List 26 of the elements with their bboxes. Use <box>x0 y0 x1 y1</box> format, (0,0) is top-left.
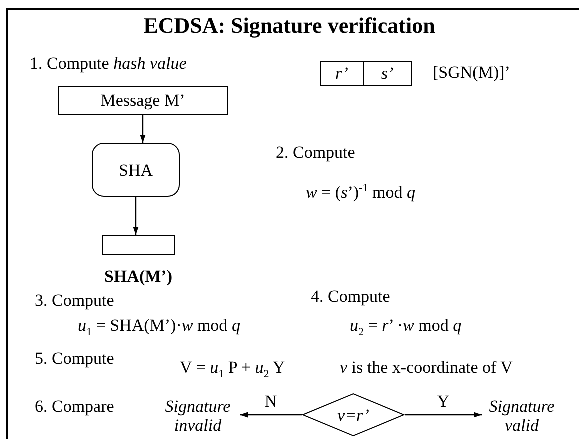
table-cell: r’ <box>320 61 364 86</box>
title: ECDSA: Signature verification <box>142 13 436 39</box>
outcome-text: Signature invalid <box>156 396 240 436</box>
arrow <box>140 115 146 143</box>
formula: w = (s’)$^{-1}$ mod q <box>306 183 416 202</box>
process-box <box>102 235 175 255</box>
process-box: Message M’ <box>58 86 228 115</box>
step-heading: 5. Compute <box>35 349 114 368</box>
formula: V = u$_{1}$ P + u$_{2}$ Y <box>180 358 286 377</box>
outcome-text: Signature valid <box>482 396 562 436</box>
decision-diamond: v=r’ <box>302 393 405 437</box>
formula: u$_{1}$ = SHA(M’)·w mod q <box>78 316 240 335</box>
step-heading: 1. Compute hash value <box>30 54 187 73</box>
table-cell: s’ <box>364 61 412 86</box>
signature-label: [SGN(M)]’ <box>433 63 510 82</box>
note-text: v is the x-coordinate of V <box>340 358 513 377</box>
rounded-process-box: SHA <box>92 143 180 197</box>
step-heading: 2. Compute <box>276 143 356 162</box>
arrow <box>240 412 302 418</box>
arrow <box>405 412 482 418</box>
step-heading: 6. Compare <box>35 397 114 416</box>
step-heading: 3. Compute <box>35 291 114 310</box>
box-caption: SHA(M’) <box>104 267 172 286</box>
step-heading: 4. Compute <box>311 287 390 306</box>
formula: u$_{2}$ = r’ ·w mod q <box>350 316 462 335</box>
arrow <box>133 197 139 235</box>
